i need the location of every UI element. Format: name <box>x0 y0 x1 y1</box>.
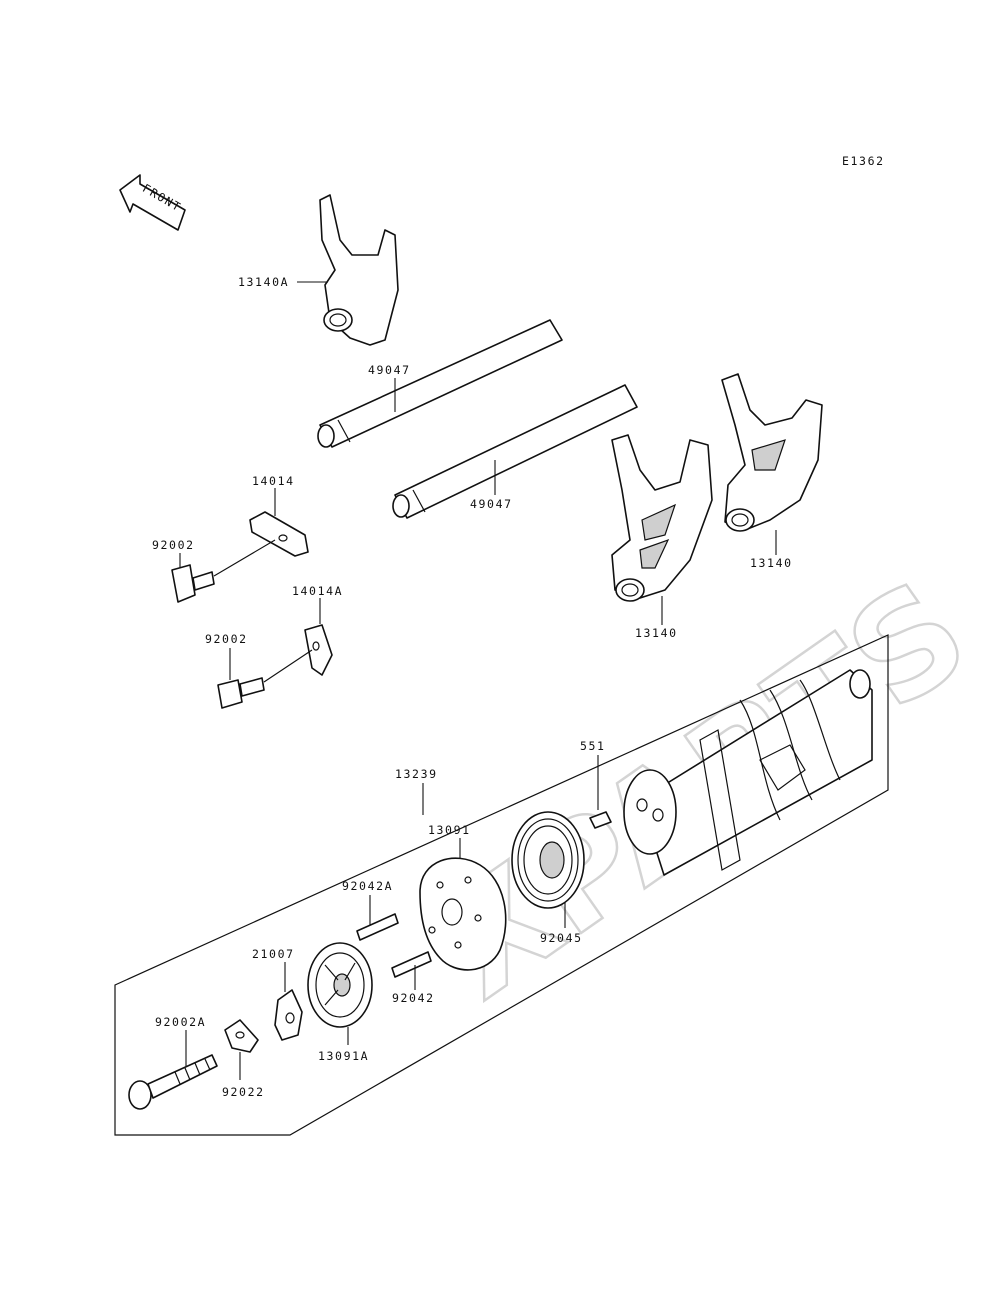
lever-21007 <box>274 989 303 1041</box>
bearing-92045 <box>511 811 585 909</box>
fork-shaft-upper <box>317 319 563 448</box>
pin-551 <box>589 811 612 829</box>
fork-shaft-lower <box>392 384 638 519</box>
bolt-92002a <box>128 1054 218 1110</box>
shift-fork-13140-left <box>611 434 713 602</box>
front-arrow-icon: FRONT <box>119 174 186 231</box>
shift-drum <box>623 669 873 876</box>
bolt-92002-upper <box>171 564 215 603</box>
label-14014a: 14014A <box>292 584 343 598</box>
assembly-frame <box>114 634 889 1136</box>
pin-92042 <box>391 951 432 978</box>
label-13140-left: 13140 <box>635 626 678 640</box>
label-13091: 13091 <box>428 823 471 837</box>
label-49047-upper: 49047 <box>368 363 411 377</box>
label-14014: 14014 <box>252 474 295 488</box>
label-92002-upper: 92002 <box>152 538 195 552</box>
bolt-92002-lower <box>217 677 265 709</box>
plate-14014 <box>249 511 309 557</box>
label-13091a: 13091A <box>318 1049 369 1063</box>
label-13140-right: 13140 <box>750 556 793 570</box>
label-49047-lower: 49047 <box>470 497 513 511</box>
label-21007: 21007 <box>252 947 295 961</box>
plate-13091a <box>307 942 373 1028</box>
pin-holder-13091 <box>419 857 507 971</box>
label-92002-lower: 92002 <box>205 632 248 646</box>
pin-92042a <box>356 913 399 941</box>
label-13239: 13239 <box>395 767 438 781</box>
label-92042a: 92042A <box>342 879 393 893</box>
label-551: 551 <box>580 739 606 753</box>
label-13140a: 13140A <box>238 275 289 289</box>
label-92002a: 92002A <box>155 1015 206 1029</box>
diagram-code: E1362 <box>842 154 885 168</box>
shift-fork-13140-right <box>721 373 823 532</box>
washer-92022 <box>224 1019 259 1053</box>
label-92022: 92022 <box>222 1085 265 1099</box>
label-92045: 92045 <box>540 931 583 945</box>
label-92042: 92042 <box>392 991 435 1005</box>
plate-14014a <box>304 624 333 676</box>
shift-fork-13140a <box>319 194 399 346</box>
